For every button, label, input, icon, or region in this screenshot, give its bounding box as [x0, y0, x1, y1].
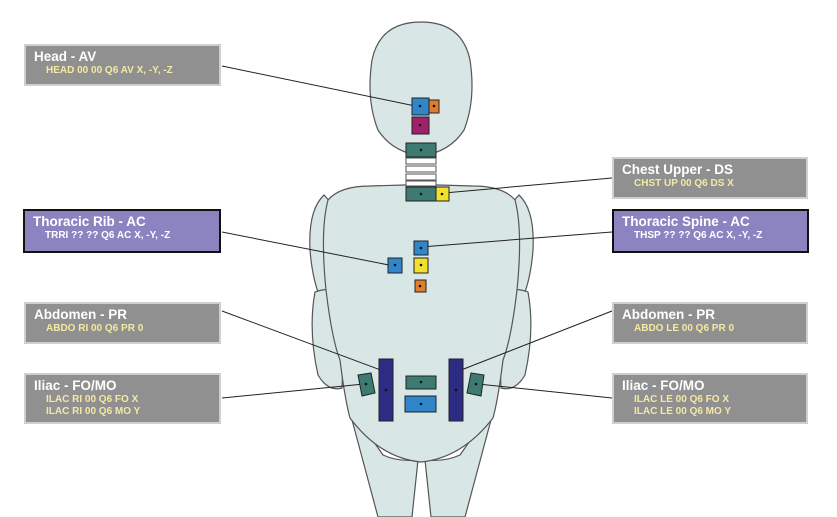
sensor-dot — [474, 382, 478, 386]
leader-chest-upper — [443, 177, 613, 194]
leader-iliac-left — [477, 383, 613, 399]
leader-abdomen-left — [455, 310, 613, 373]
label-code: CHST UP 00 Q6 DS X — [634, 178, 734, 189]
leader-lines — [221, 65, 613, 399]
neck-plate — [405, 157, 437, 165]
leader-iliac-right — [221, 383, 365, 399]
head — [369, 21, 473, 157]
sensor-dot — [419, 192, 423, 196]
label-iliac-right: Iliac - FO/MO ILAC RI 00 Q6 FO X ILAC RI… — [24, 373, 221, 424]
label-title: Thoracic Spine - AC — [622, 214, 750, 229]
sensor-dot — [454, 388, 458, 392]
sensor-dot — [364, 382, 368, 386]
label-title: Abdomen - PR — [622, 307, 715, 322]
label-abdomen-left: Abdomen - PR ABDO LE 00 Q6 PR 0 — [612, 302, 808, 344]
label-code: ILAC RI 00 Q6 FO X — [46, 394, 139, 405]
leader-abdomen-right — [221, 310, 387, 373]
label-chest-upper: Chest Upper - DS CHST UP 00 Q6 DS X — [612, 157, 808, 199]
sensor-dot — [419, 380, 423, 384]
label-abdomen-right: Abdomen - PR ABDO RI 00 Q6 PR 0 — [24, 302, 221, 344]
label-title: Iliac - FO/MO — [622, 378, 705, 393]
label-code: ILAC RI 00 Q6 MO Y — [46, 406, 141, 417]
label-thoracic-rib: Thoracic Rib - AC TRRI ?? ?? Q6 AC X, -Y… — [23, 209, 221, 253]
sensor-dot — [440, 192, 444, 196]
label-code: ABDO RI 00 Q6 PR 0 — [46, 323, 144, 334]
neck-plate — [405, 173, 437, 181]
sensor-dot — [418, 123, 422, 127]
label-title: Chest Upper - DS — [622, 162, 734, 177]
label-title: Thoracic Rib - AC — [33, 214, 146, 229]
sensor-dot — [419, 263, 423, 267]
label-head: Head - AV HEAD 00 00 Q6 AV X, -Y, -Z — [24, 44, 221, 86]
label-code: ILAC LE 00 Q6 FO X — [634, 394, 730, 405]
neck-plate — [405, 180, 437, 187]
sensor-dot — [384, 388, 388, 392]
sensor-dot — [419, 402, 423, 406]
leader-head — [221, 65, 421, 108]
sensor-dot — [418, 104, 422, 108]
leader-thoracic-spine — [420, 231, 613, 248]
neck — [405, 157, 437, 187]
sensor-dot — [419, 148, 423, 152]
label-code: ILAC LE 00 Q6 MO Y — [634, 406, 732, 417]
sensor-dot — [419, 246, 423, 250]
sensor-dot — [418, 284, 422, 288]
sensor-dots — [364, 104, 478, 406]
label-thoracic-spine: Thoracic Spine - AC THSP ?? ?? Q6 AC X, … — [612, 209, 809, 253]
sensor-dot — [432, 104, 436, 108]
label-title: Abdomen - PR — [34, 307, 127, 322]
label-code: ABDO LE 00 Q6 PR 0 — [634, 323, 735, 334]
label-code: THSP ?? ?? Q6 AC X, -Y, -Z — [634, 230, 763, 241]
leader-thoracic-rib — [221, 231, 395, 267]
label-title: Head - AV — [34, 49, 97, 64]
label-title: Iliac - FO/MO — [34, 378, 117, 393]
sensor-dot — [393, 263, 397, 267]
label-code: TRRI ?? ?? Q6 AC X, -Y, -Z — [45, 230, 171, 241]
neck-plate — [405, 165, 437, 173]
label-iliac-left: Iliac - FO/MO ILAC LE 00 Q6 FO X ILAC LE… — [612, 373, 808, 424]
torso — [322, 184, 521, 463]
label-code: HEAD 00 00 Q6 AV X, -Y, -Z — [46, 65, 173, 76]
